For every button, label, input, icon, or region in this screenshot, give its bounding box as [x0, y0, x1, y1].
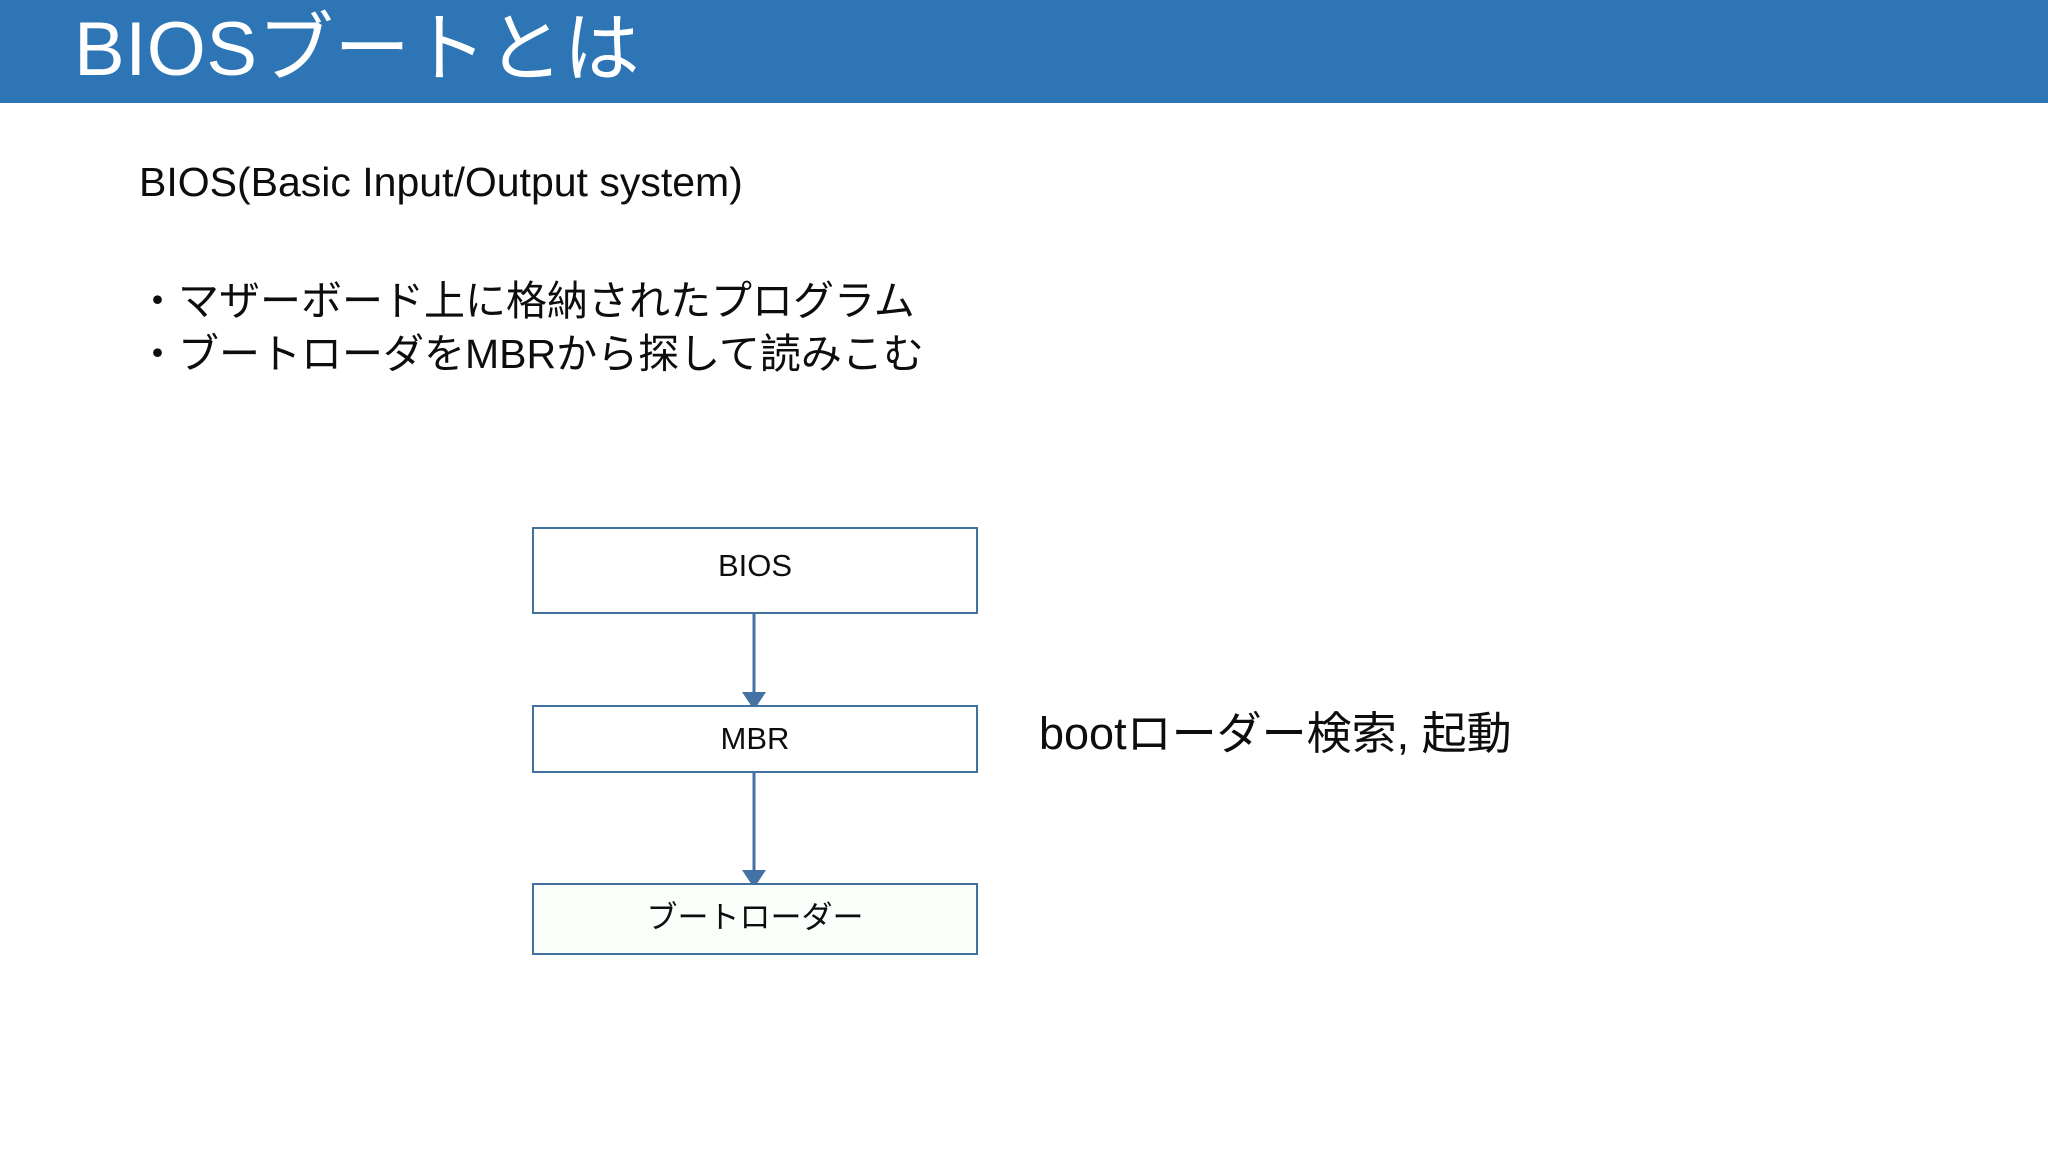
- bullet-item-0: ・マザーボード上に格納されたプログラム: [137, 278, 915, 324]
- flow-box-bootloader-label: ブートローダー: [646, 899, 864, 935]
- flow-box-bios[interactable]: BIOS: [532, 527, 978, 614]
- connector-bios-to-mbr: [742, 614, 766, 710]
- bullet-item-1: ・ブートローダをMBRから探して読みこむ: [137, 331, 924, 377]
- definition-text: BIOS(Basic Input/Output system): [139, 159, 743, 205]
- diagram-annotation: bootローダー検索, 起動: [1039, 708, 1512, 759]
- slide-header-band: [0, 0, 2048, 103]
- flow-box-mbr-label: MBR: [720, 720, 790, 756]
- flow-box-mbr[interactable]: MBR: [532, 705, 978, 773]
- connector-mbr-to-bootloader: [742, 773, 766, 888]
- slide-title: BIOSブートとは: [74, 7, 641, 92]
- flow-box-bootloader[interactable]: ブートローダー: [532, 883, 978, 955]
- flow-box-bios-label: BIOS: [717, 548, 793, 583]
